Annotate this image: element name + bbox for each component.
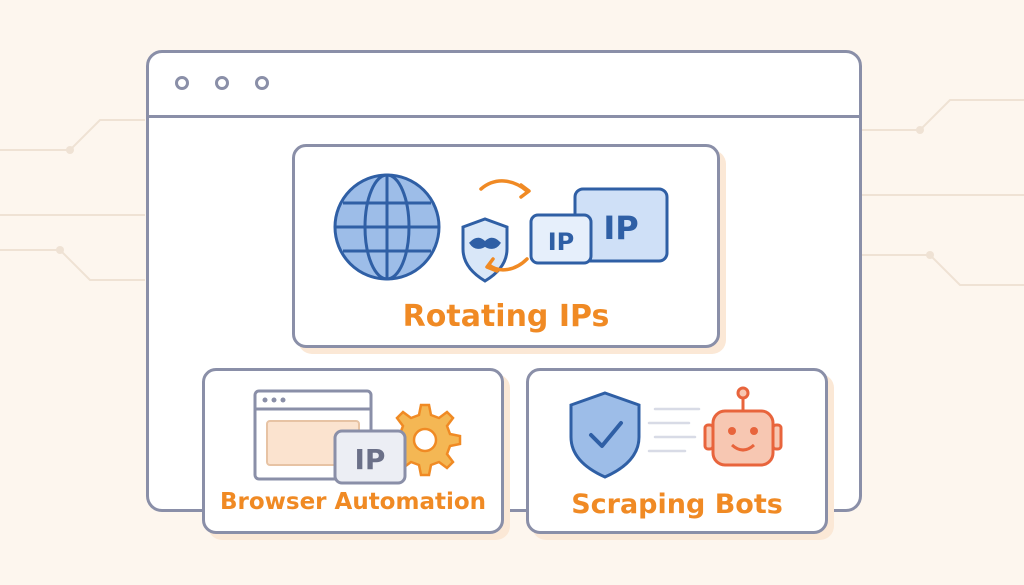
- ip-badge-small-text: IP: [548, 228, 575, 256]
- ip-badge: [333, 429, 407, 485]
- robot-icon: [703, 386, 783, 467]
- window-dot[interactable]: [255, 76, 269, 90]
- ip-badge-text: IP: [355, 443, 386, 476]
- browser-automation-label: Browser Automation: [219, 489, 487, 515]
- window-dot[interactable]: [175, 76, 189, 90]
- masked-shield-icon: [461, 217, 509, 283]
- speed-lines: [647, 407, 701, 453]
- scraping-bots-card: Scraping Bots: [526, 368, 828, 534]
- check-shield-icon: [569, 391, 641, 479]
- browser-automation-illustration: IP: [253, 389, 462, 485]
- window-title-bar: [149, 53, 859, 118]
- globe-icon: [333, 173, 441, 281]
- scraping-bots-label: Scraping Bots: [571, 489, 783, 520]
- ip-badge-small: [529, 213, 593, 265]
- browser-automation-card: IP Browser Automation: [202, 368, 504, 534]
- rotating-ips-illustration: IP IP: [333, 173, 669, 283]
- scraping-bots-illustration: [569, 386, 783, 479]
- rotating-ips-label: Rotating IPs: [402, 299, 610, 334]
- window-dot[interactable]: [215, 76, 229, 90]
- rotate-arrows-icon: [479, 179, 531, 273]
- ip-badge-large-text: IP: [603, 209, 638, 247]
- gear-icon: [388, 403, 462, 477]
- rotating-ips-card: IP IP Rotating IPs: [292, 144, 720, 348]
